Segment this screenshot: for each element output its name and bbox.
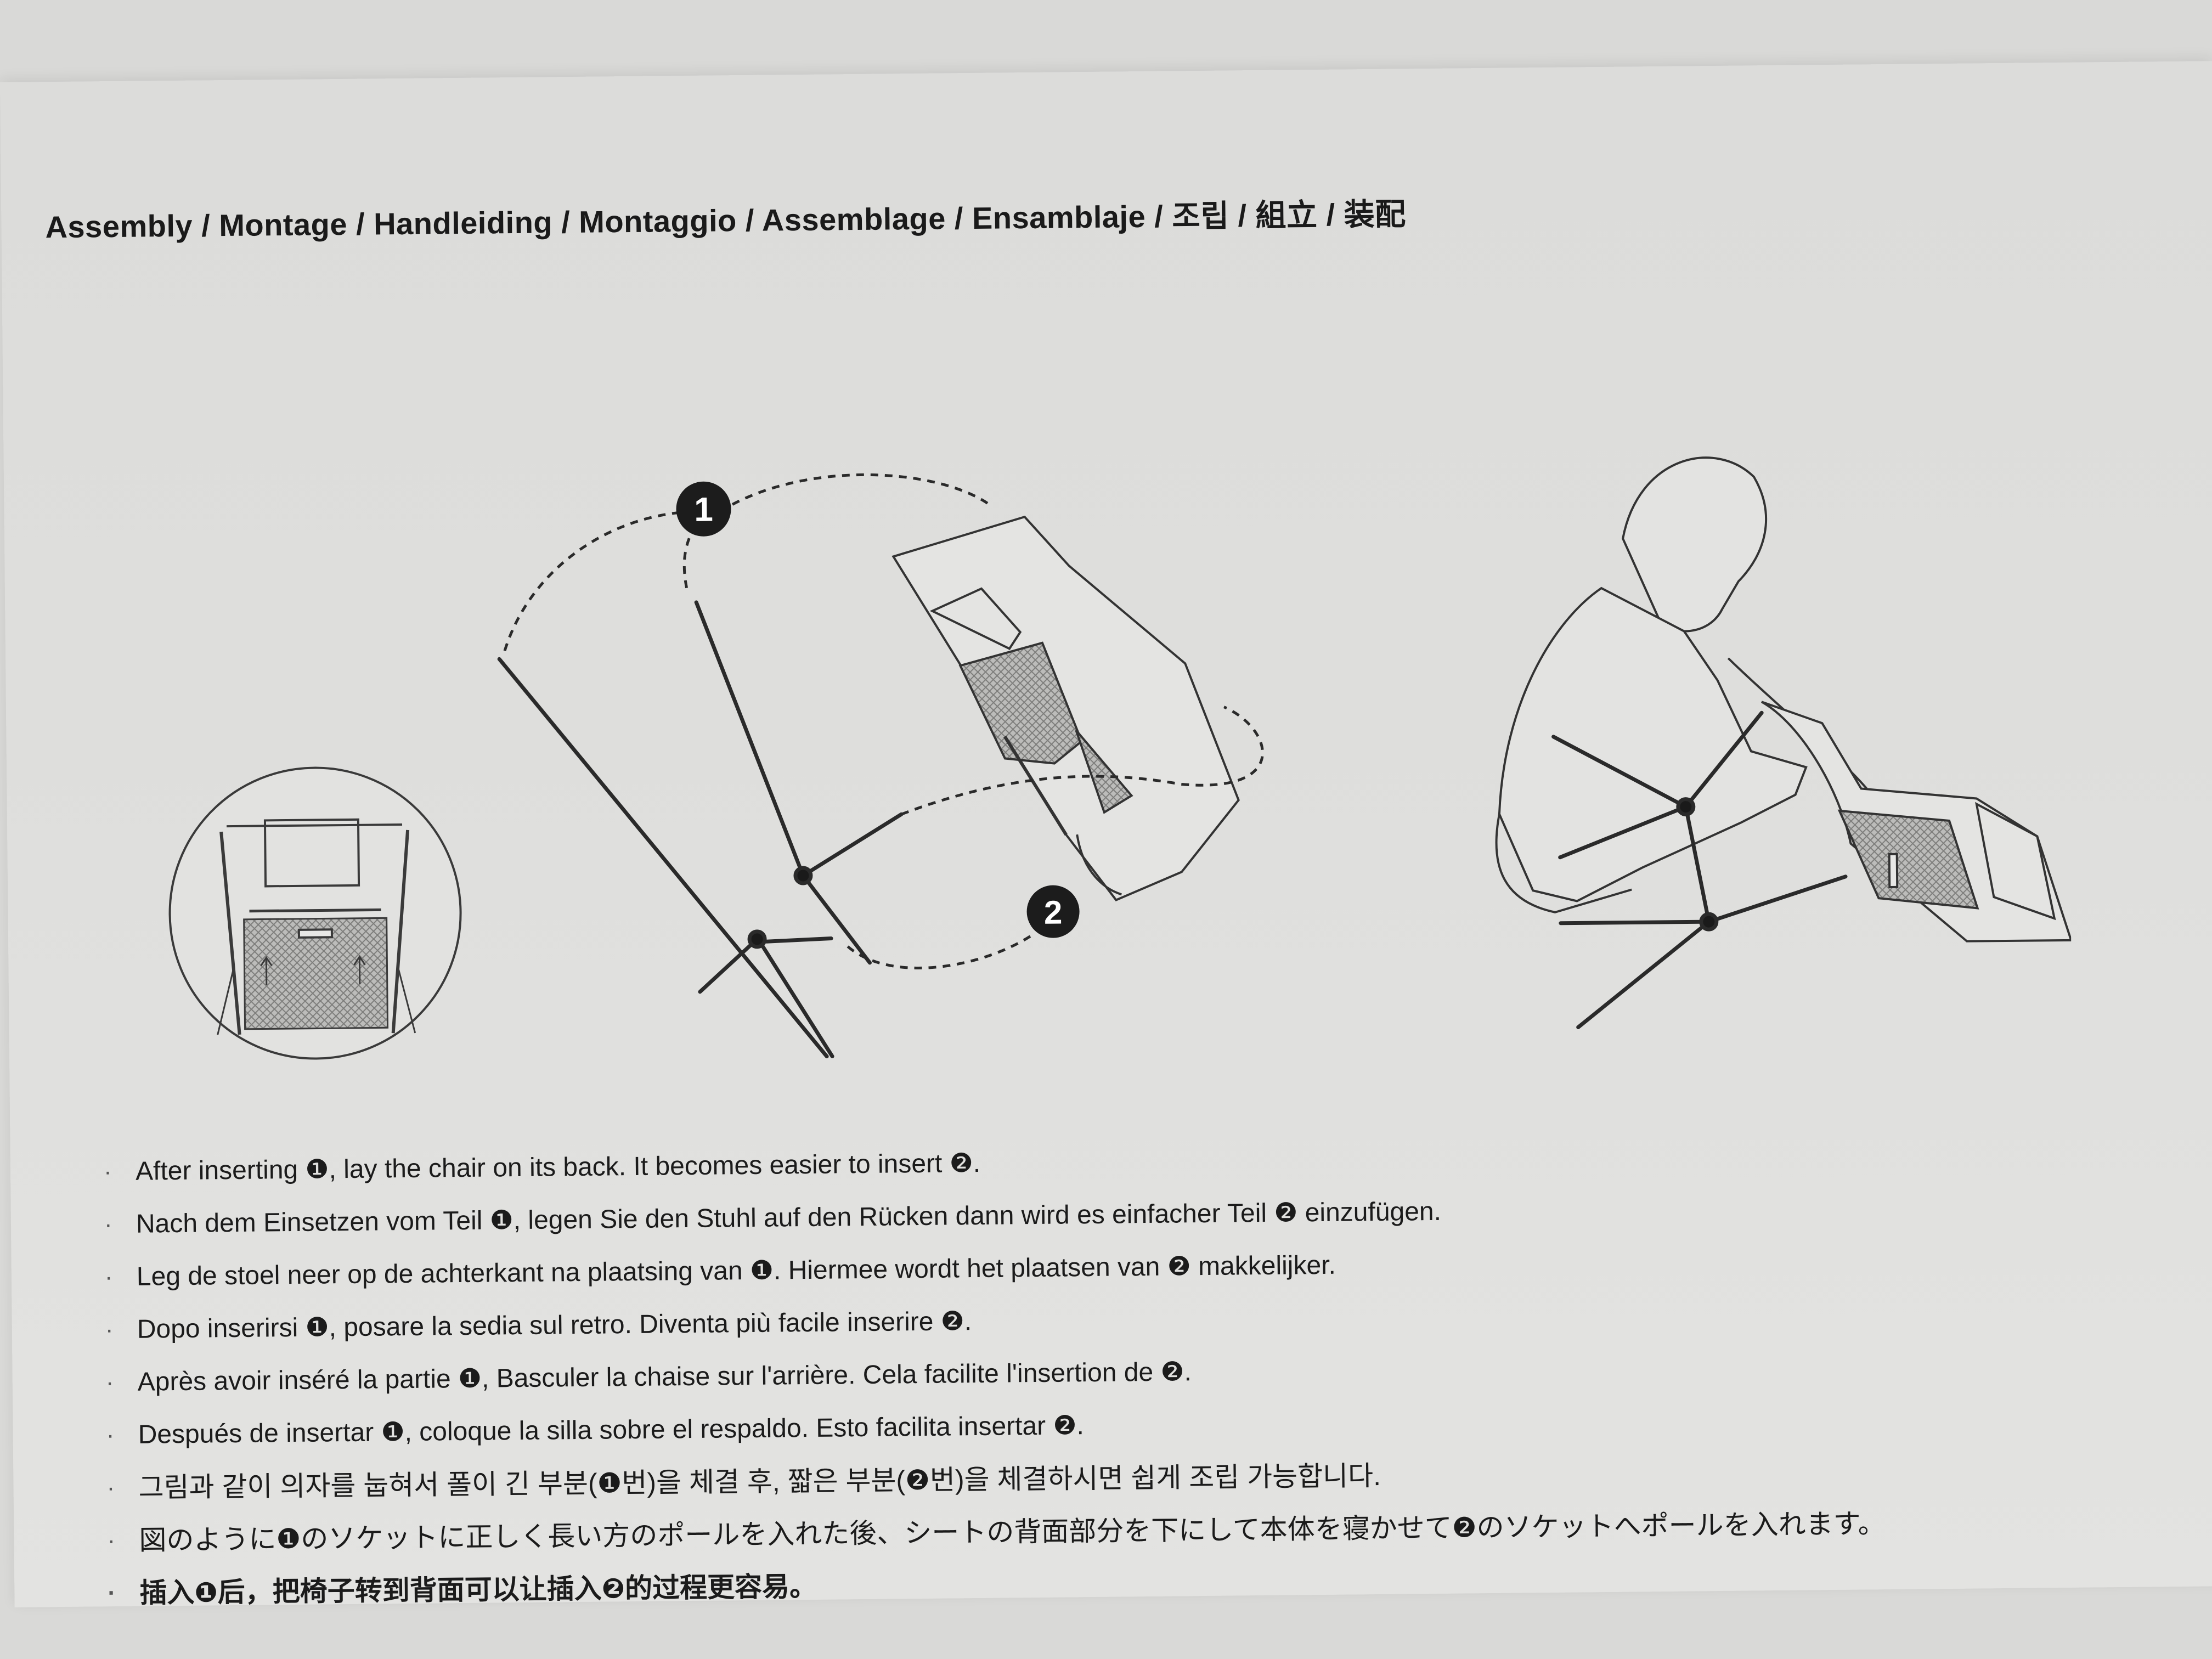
page-title: Assembly / Montage / Handleiding / Monta…	[45, 196, 1407, 245]
assembly-drawing: 1 2	[168, 456, 2073, 1060]
assembled-seat	[1761, 701, 2073, 943]
chair-frame	[497, 600, 904, 1059]
person-figure	[1495, 456, 1868, 913]
motion-arrows	[503, 473, 1264, 969]
detail-inset	[168, 766, 462, 1060]
callout-1: 1	[676, 481, 731, 537]
assembled-chair	[1551, 710, 1848, 1029]
callout-2-label: 2	[1044, 894, 1063, 930]
chair-seat	[891, 515, 1240, 901]
assembly-illustration: 1 2	[145, 370, 2073, 1129]
instruction-list: After inserting ❶, lay the chair on its …	[104, 1126, 2138, 1620]
instruction-sheet: Assembly / Montage / Handleiding / Monta…	[0, 61, 2212, 1609]
callout-1-label: 1	[694, 491, 713, 529]
callout-2: 2	[1026, 885, 1080, 938]
